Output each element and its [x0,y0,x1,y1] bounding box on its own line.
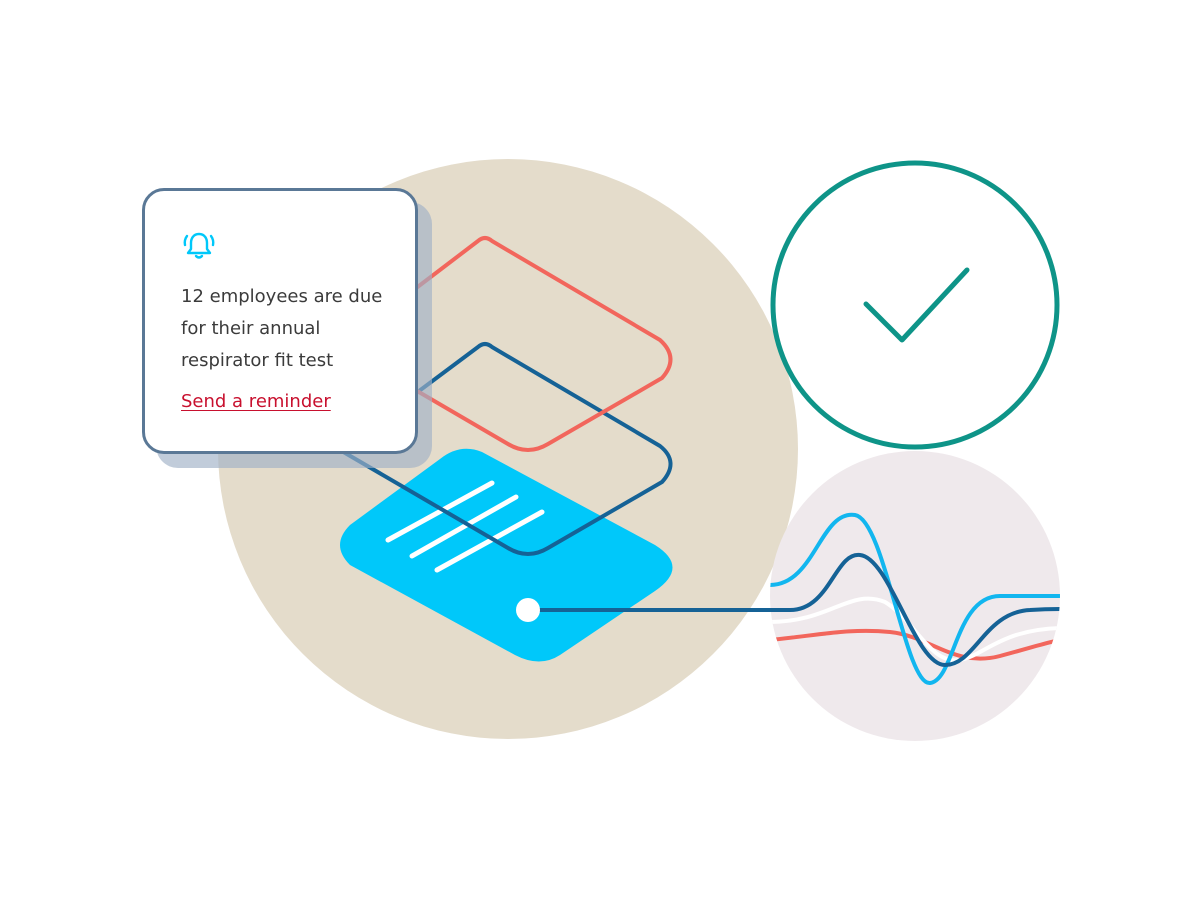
notification-card: 12 employees are due for their annual re… [142,188,418,454]
waveform-white [770,596,1060,663]
document-text-line [409,494,519,559]
send-reminder-link[interactable]: Send a reminder [181,391,331,412]
waveform-circle [770,451,1060,741]
connector-dot [516,598,540,622]
checkmark-icon [863,267,970,343]
document-text-line [385,480,495,543]
waveform-navy [789,552,1060,668]
coral-outline-layer [338,236,673,452]
document-text-line [434,509,545,573]
navy-outline-layer [338,342,673,556]
waveform-group [770,512,1060,686]
waveform-cyan [770,512,1060,686]
notification-message: 12 employees are due for their annual re… [181,286,383,371]
check-circle-icon [770,160,1060,450]
bell-ringing-icon [183,232,215,259]
